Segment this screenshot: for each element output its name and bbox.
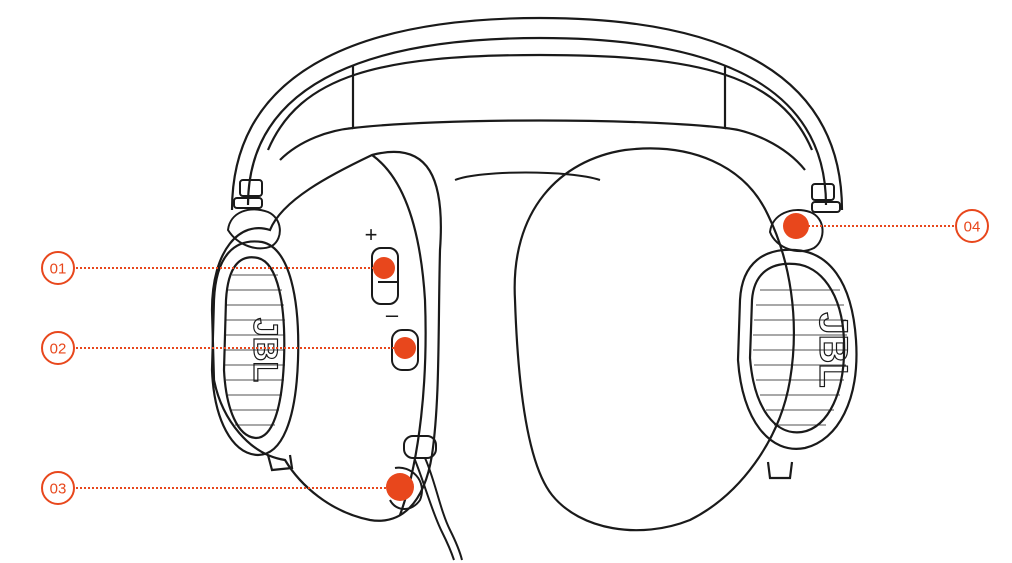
callout-badge-04: 04 (955, 209, 989, 243)
mic-mute-button[interactable] (391, 329, 419, 371)
left-ear-cup (210, 150, 442, 522)
callout-dot-03 (386, 473, 414, 501)
callout-badge-02: 02 (41, 331, 75, 365)
headband (230, 16, 844, 211)
right-logo: JBL (811, 312, 855, 388)
callout-badge-03: 03 (41, 471, 75, 505)
callout-label-03: 03 (50, 481, 67, 498)
volume-minus-symbol: – (386, 302, 399, 327)
callout-dot-04 (783, 213, 809, 239)
callout-dots (373, 213, 809, 501)
callout-badge-01: 01 (41, 251, 75, 285)
volume-wheel[interactable] (371, 247, 399, 305)
head-cushion (454, 171, 601, 181)
left-logo: JBL (246, 318, 284, 382)
audio-jack[interactable] (403, 435, 437, 459)
callout-dot-02 (394, 337, 416, 359)
callout-label-04: 04 (964, 219, 981, 236)
volume-plus-symbol: + (365, 222, 378, 247)
left-controls (371, 247, 463, 561)
callout-label-01: 01 (50, 261, 67, 278)
callout-dot-01 (373, 257, 395, 279)
callout-leaders (76, 225, 954, 489)
left-hinge (226, 179, 281, 250)
callout-label-02: 02 (50, 341, 67, 358)
right-ear-cup (513, 147, 858, 532)
